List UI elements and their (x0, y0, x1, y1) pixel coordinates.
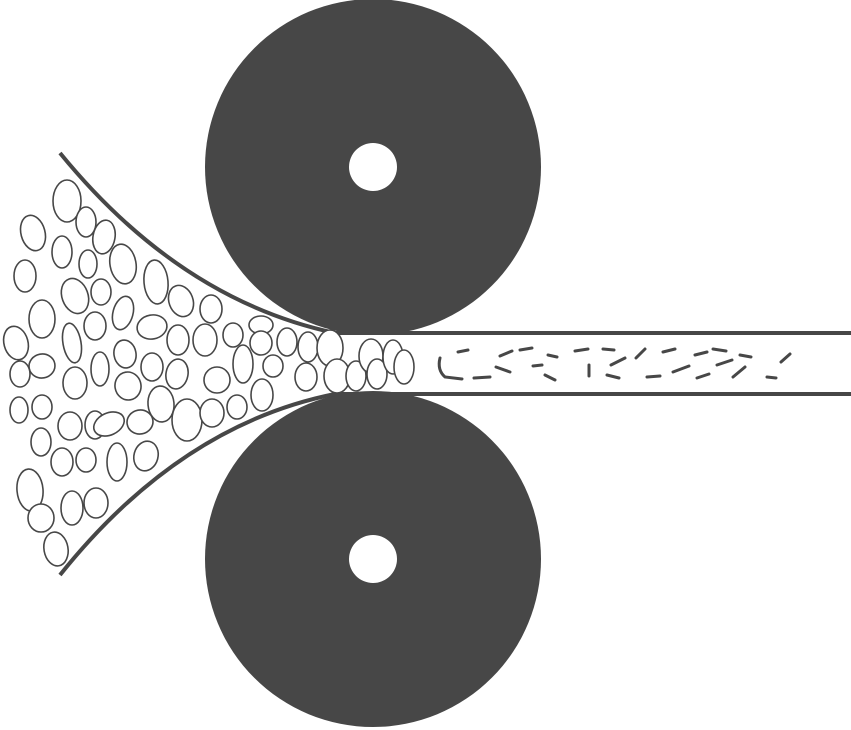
powder-granule (126, 409, 154, 435)
powder-granule (75, 447, 97, 473)
ribbon-crack-fragment (543, 373, 557, 382)
powder-granule (226, 394, 248, 420)
ribbon-crack-fragment (573, 347, 590, 353)
ribbon-crack-fragment (518, 346, 534, 352)
ribbon-crack-fragment (456, 348, 470, 354)
feed-guides-group (58, 151, 851, 577)
powder-granule (108, 243, 138, 285)
powder-granule (114, 371, 142, 401)
powder-granule (192, 323, 218, 357)
ribbon-crack-fragment (715, 358, 734, 367)
powder-granule (147, 385, 175, 423)
powder-granule (111, 295, 135, 331)
powder-granule (75, 206, 97, 238)
powder-granules-group (2, 179, 415, 567)
ribbon-crack-fragment (601, 347, 616, 352)
powder-granule (366, 358, 388, 390)
powder-granule (83, 311, 107, 341)
ribbon-crack-fragment (661, 347, 677, 354)
ribbon-crack-fragment (711, 347, 728, 353)
ribbon-crack-fragment (738, 353, 753, 359)
powder-granule (91, 219, 117, 255)
powder-granule (50, 447, 74, 477)
ribbon-crack-fragment (779, 352, 792, 364)
ribbon-crack-fragment (645, 374, 662, 379)
powder-granule (31, 394, 53, 420)
powder-granule (61, 322, 83, 364)
upper-roll-hub (349, 143, 397, 191)
powder-granule (166, 324, 190, 356)
powder-granule (203, 366, 231, 394)
ribbon-crack-fragment (437, 356, 464, 381)
powder-granule (222, 322, 244, 348)
powder-granule (132, 440, 160, 472)
ribbon-crack-fragment (731, 365, 747, 379)
powder-granule (2, 325, 30, 361)
ribbon-crack-fragment (693, 350, 709, 357)
powder-granule (276, 327, 298, 357)
lower-roll-hub (349, 535, 397, 583)
powder-granule (294, 362, 318, 392)
powder-granule (345, 360, 367, 392)
powder-granule (83, 487, 109, 519)
powder-granule (106, 442, 128, 482)
powder-granule (140, 352, 164, 382)
powder-granule (143, 259, 169, 305)
powder-granule (297, 331, 319, 363)
powder-granule (62, 366, 88, 400)
powder-granule (78, 249, 98, 279)
powder-granule (136, 314, 168, 340)
compacted-ribbon-fragments (437, 346, 792, 382)
rolls-group (205, 0, 541, 727)
powder-granule (165, 358, 189, 390)
powder-granule (199, 294, 223, 324)
powder-granule (9, 396, 29, 424)
powder-granule (249, 330, 273, 356)
hopper-upper-wall (58, 151, 851, 335)
ribbon-crack-fragment (498, 349, 514, 358)
powder-granule (43, 531, 69, 567)
powder-granule (92, 411, 126, 437)
hopper-lower-wall (58, 392, 851, 577)
ribbon-crack-fragment (609, 356, 627, 367)
powder-granule (250, 378, 274, 412)
powder-granule (90, 351, 110, 387)
ribbon-crack-fragment (695, 372, 711, 380)
powder-granule (167, 284, 195, 318)
powder-granule (52, 179, 82, 223)
powder-granule (13, 259, 37, 293)
powder-granule (51, 235, 73, 269)
powder-granule (113, 339, 137, 369)
powder-granule (9, 360, 31, 388)
powder-granule (19, 214, 47, 252)
ribbon-crack-fragment (634, 347, 647, 360)
powder-granule (171, 398, 203, 442)
powder-granule (199, 398, 225, 428)
ribbon-crack-fragment (494, 365, 512, 374)
ribbon-crack-fragment (605, 373, 621, 380)
ribbon-crack-fragment (765, 375, 778, 380)
powder-granule (27, 503, 55, 533)
powder-granule (30, 427, 52, 457)
powder-granule (60, 490, 84, 526)
ribbon-crack-fragment (546, 353, 559, 359)
ribbon-crack-fragment (671, 364, 691, 374)
powder-granule (232, 344, 254, 384)
powder-granule (28, 353, 56, 379)
powder-granule (60, 277, 90, 315)
powder-granule (262, 354, 284, 378)
powder-granule (90, 278, 112, 306)
powder-granule (393, 349, 415, 385)
powder-granule (28, 299, 56, 339)
ribbon-crack-fragment (472, 375, 492, 380)
powder-granule (57, 411, 83, 441)
ribbon-crack-fragment (531, 363, 544, 368)
